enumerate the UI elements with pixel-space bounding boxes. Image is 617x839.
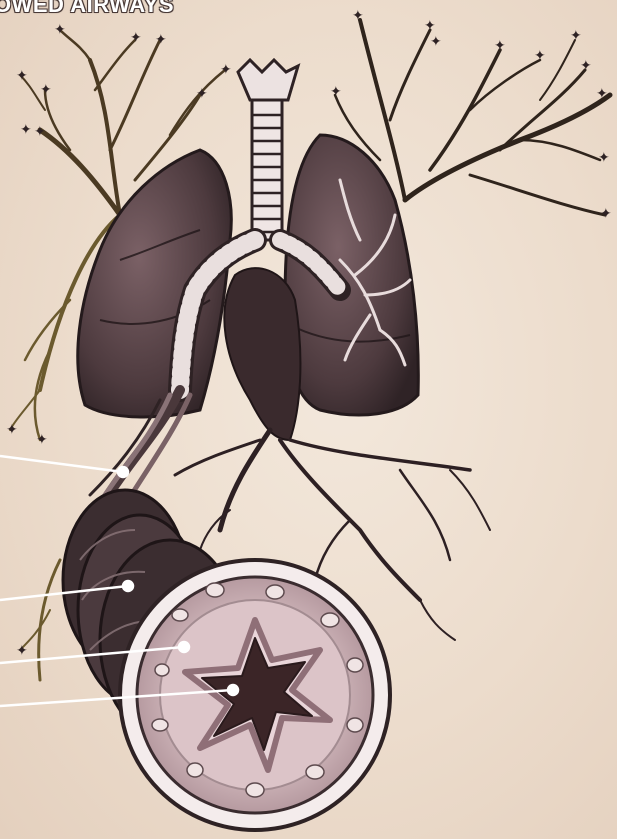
heart	[224, 268, 300, 440]
svg-text:✦: ✦	[570, 28, 582, 44]
svg-text:✦: ✦	[352, 8, 364, 24]
svg-text:✦: ✦	[600, 206, 612, 222]
svg-text:✦: ✦	[196, 86, 208, 102]
svg-text:✦: ✦	[424, 18, 436, 34]
svg-text:✦: ✦	[40, 82, 52, 98]
svg-text:✦: ✦	[596, 86, 608, 102]
svg-text:✦: ✦	[494, 38, 506, 54]
svg-text:✦: ✦	[54, 22, 66, 38]
svg-text:✦: ✦	[598, 150, 610, 166]
svg-text:✦: ✦	[155, 32, 167, 48]
svg-text:✦: ✦	[34, 124, 46, 140]
pointer-line-airway-bundle	[0, 456, 123, 472]
svg-text:✦: ✦	[6, 422, 18, 438]
svg-text:✦: ✦	[130, 30, 142, 46]
svg-text:✦: ✦	[36, 432, 48, 448]
svg-text:✦: ✦	[330, 84, 342, 100]
svg-text:✦: ✦	[534, 48, 546, 64]
figure-heading: OWED AIRWAYS	[0, 0, 174, 18]
lungs	[78, 135, 419, 440]
svg-text:✦: ✦	[220, 62, 232, 78]
svg-text:✦: ✦	[16, 643, 28, 659]
svg-text:✦: ✦	[16, 68, 28, 84]
svg-text:✦: ✦	[580, 58, 592, 74]
svg-text:✦: ✦	[430, 34, 442, 50]
svg-text:✦: ✦	[20, 122, 32, 138]
